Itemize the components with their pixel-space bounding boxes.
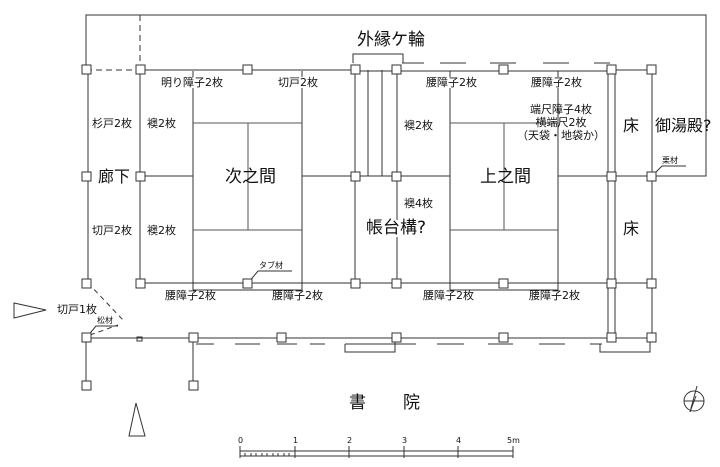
koshi-bottom-2-label: 腰障子2枚 — [272, 289, 323, 302]
posts — [81, 64, 657, 391]
corridor-label: 廊下 — [98, 167, 131, 186]
outer-veranda-label: 外縁ケ輪 — [357, 30, 425, 50]
koshi-bottom-3-label: 腰障子2枚 — [423, 289, 474, 302]
hajaku-line-1: 端尺障子4枚 — [530, 103, 592, 116]
fusuma-left-top-label: 襖2枚 — [147, 117, 176, 130]
koshi-top-2-label: 腰障子2枚 — [531, 76, 582, 89]
fusuma-left-bottom-label: 襖2枚 — [147, 224, 176, 237]
view-arrow-west — [13, 302, 47, 319]
veranda-rails — [87, 53, 651, 353]
koshi-bottom-4-label: 腰障子2枚 — [529, 289, 580, 302]
tsugi-no-ma-label: 次之間 — [225, 167, 276, 187]
scale-tick-5: 5m — [507, 436, 520, 445]
fusuma-chodai-label: 襖2枚 — [404, 119, 433, 132]
hajaku-line-2: 横端尺2枚 — [535, 116, 587, 129]
scale-bar — [239, 446, 514, 458]
shoin-title: 書 院 — [349, 393, 430, 413]
kuri-material-label: 栗材 — [662, 156, 678, 165]
scale-tick-2: 2 — [347, 436, 353, 445]
compass-icon — [683, 385, 705, 413]
scale-tick-1: 1 — [293, 436, 299, 445]
kirido-top-label: 切戸2枚 — [278, 76, 318, 89]
toko-top-label: 床 — [623, 116, 640, 135]
koshi-top-1-label: 腰障子2枚 — [426, 76, 477, 89]
kirido-left-label: 切戸2枚 — [92, 224, 132, 237]
toko-bottom-label: 床 — [623, 219, 640, 238]
koshi-bottom-1-label: 腰障子2枚 — [165, 289, 216, 302]
matsu-material-label: 松材 — [97, 316, 113, 325]
scale-tick-0: 0 — [238, 436, 244, 445]
scale-tick-4: 4 — [456, 436, 462, 445]
fusuma-4-label: 襖4枚 — [404, 197, 433, 210]
hajaku-line-3: （天袋・地袋か） — [517, 129, 605, 142]
sugido-label: 杉戸2枚 — [92, 117, 132, 130]
chodaigamae-label: 帳台構? — [366, 218, 427, 238]
tabu-material-label: タブ材 — [259, 261, 283, 270]
view-arrow-south — [128, 402, 146, 437]
oyudono-label: 御湯殿? — [655, 116, 712, 135]
akari-shoji-label: 明り障子2枚 — [161, 76, 223, 89]
scale-tick-3: 3 — [402, 436, 408, 445]
outer-veranda-outline — [85, 14, 707, 177]
leader-lines — [85, 165, 686, 339]
kirido-1-label: 切戸1枚 — [57, 303, 97, 316]
tatami-lines — [193, 122, 558, 231]
jo-no-ma-label: 上之間 — [480, 167, 531, 187]
